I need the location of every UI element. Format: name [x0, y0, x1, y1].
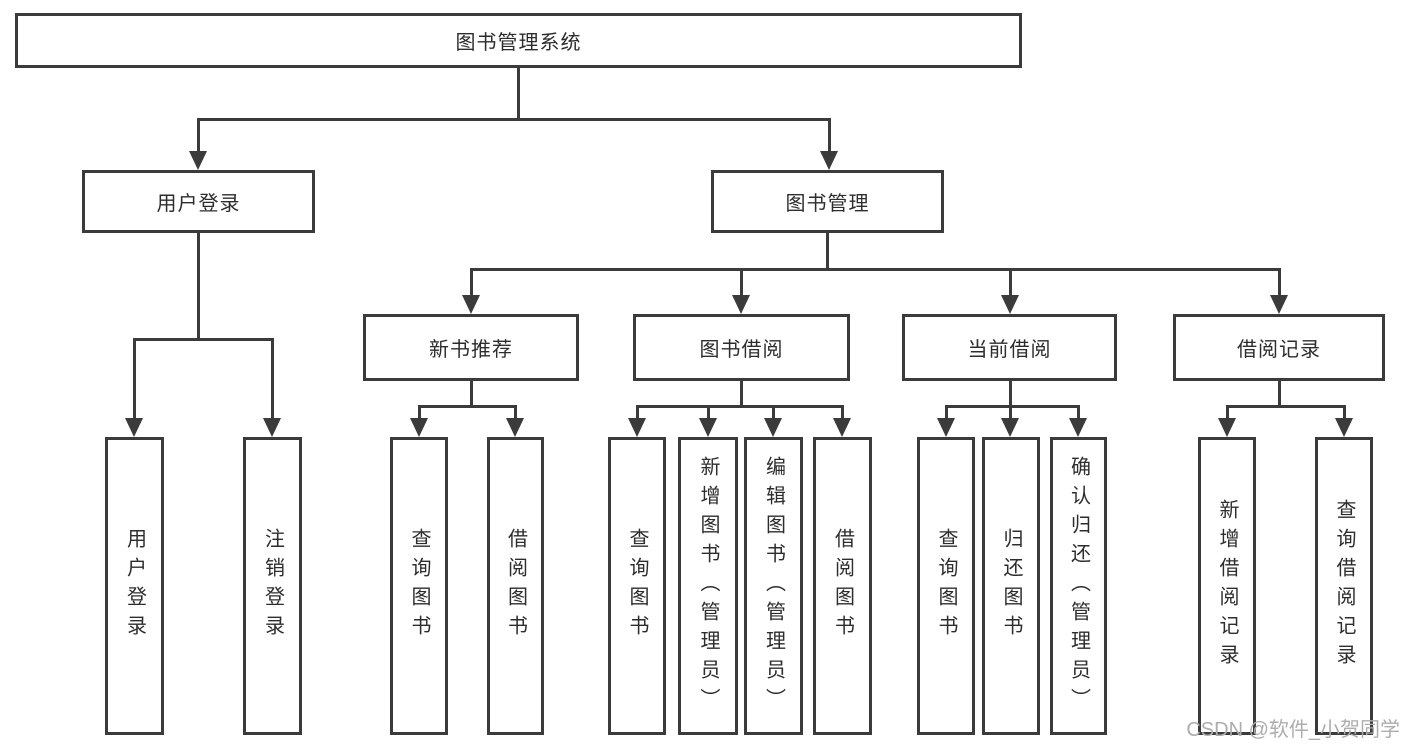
connector-line	[740, 268, 743, 298]
node-label: 注销登录	[261, 528, 284, 644]
leaf-logout: 注销登录	[243, 437, 302, 735]
arrow-down-icon	[764, 418, 782, 437]
leaf-recommend-borrow-books: 借阅图书	[487, 437, 544, 735]
arrow-down-icon	[1001, 295, 1019, 314]
arrow-down-icon	[732, 295, 750, 314]
connector-line	[517, 68, 520, 118]
node-library-management-system: 图书管理系统	[15, 13, 1022, 68]
connector-line	[197, 118, 200, 155]
connector-line	[470, 268, 473, 298]
connector-line	[1278, 381, 1281, 405]
leaf-records-add-borrow-record: 新增借阅记录	[1198, 437, 1256, 735]
node-label: 借阅记录	[1237, 339, 1321, 361]
node-new-book-recommendation: 新书推荐	[363, 314, 579, 381]
node-book-borrowing: 图书借阅	[633, 314, 850, 381]
arrow-down-icon	[410, 418, 428, 437]
arrow-down-icon	[462, 295, 480, 314]
arrow-down-icon	[1001, 418, 1019, 437]
node-label: 归还图书	[1000, 528, 1022, 644]
arrow-down-icon	[628, 418, 646, 437]
node-label: 用户登录	[156, 193, 241, 215]
connector-line	[197, 233, 200, 338]
leaf-current-return-books: 归还图书	[982, 437, 1040, 735]
arrow-down-icon	[125, 418, 143, 437]
node-book-management-branch: 图书管理	[711, 170, 944, 233]
node-current-borrowing: 当前借阅	[902, 314, 1117, 381]
connector-line	[636, 405, 843, 408]
arrow-down-icon	[1218, 418, 1236, 437]
connector-line	[197, 118, 831, 121]
connector-line	[828, 118, 831, 155]
connector-line	[826, 233, 829, 268]
connector-line	[1009, 405, 1012, 422]
node-label: 当前借阅	[967, 339, 1052, 361]
arrow-down-icon	[263, 418, 281, 437]
node-label: 确认归还（管理员）	[1067, 455, 1090, 717]
connector-line	[945, 405, 948, 422]
arrow-down-icon	[1335, 418, 1353, 437]
connector-line	[945, 405, 1080, 408]
node-label: 借阅图书	[831, 528, 854, 644]
connector-line	[418, 405, 517, 408]
node-borrowing-records: 借阅记录	[1173, 314, 1385, 381]
connector-line	[1226, 405, 1345, 408]
connector-line	[133, 338, 274, 341]
connector-line	[514, 405, 517, 422]
arrow-down-icon	[1069, 418, 1087, 437]
node-label: 查询图书	[935, 528, 957, 644]
connector-line	[1077, 405, 1080, 422]
leaf-borrowing-borrow-books: 借阅图书	[813, 437, 872, 735]
connector-line	[1226, 405, 1229, 422]
arrow-down-icon	[699, 418, 717, 437]
node-label: 新增借阅记录	[1216, 499, 1238, 673]
connector-line	[470, 381, 473, 405]
connector-line	[707, 405, 710, 422]
leaf-recommend-query-books: 查询图书	[390, 437, 448, 735]
csdn-watermark: CSDN @软件_小贺同学	[1186, 719, 1400, 741]
node-label: 图书管理系统	[455, 32, 582, 54]
node-label: 查询图书	[408, 528, 430, 644]
node-label: 图书借阅	[699, 339, 784, 361]
arrow-down-icon	[506, 418, 524, 437]
connector-line	[271, 338, 274, 421]
node-label: 新增图书（管理员）	[697, 455, 719, 717]
leaf-borrowing-add-books-admin: 新增图书（管理员）	[678, 437, 738, 735]
connector-line	[1009, 381, 1012, 405]
connector-line	[133, 338, 136, 421]
connector-line	[740, 381, 743, 405]
connector-line	[841, 405, 844, 422]
arrow-down-icon	[820, 151, 838, 170]
leaf-borrowing-edit-books-admin: 编辑图书（管理员）	[744, 437, 803, 735]
connector-line	[418, 405, 421, 422]
connector-line	[1009, 268, 1012, 298]
connector-line	[1278, 268, 1281, 298]
arrow-down-icon	[1270, 295, 1288, 314]
node-label: 用户登录	[123, 528, 146, 644]
node-label: 借阅图书	[504, 528, 527, 644]
node-label: 新书推荐	[429, 339, 513, 361]
node-label: 查询借阅记录	[1333, 499, 1355, 673]
leaf-current-confirm-return-admin: 确认归还（管理员）	[1050, 437, 1107, 735]
arrow-down-icon	[833, 418, 851, 437]
node-user-login-branch: 用户登录	[82, 170, 315, 233]
node-label: 图书管理	[785, 193, 870, 215]
leaf-user-login: 用户登录	[105, 437, 164, 735]
leaf-current-query-books: 查询图书	[917, 437, 975, 735]
connector-line	[636, 405, 639, 422]
arrow-down-icon	[937, 418, 955, 437]
connector-line	[470, 268, 1280, 271]
leaf-records-query-borrow-record: 查询借阅记录	[1315, 437, 1373, 735]
connector-line	[772, 405, 775, 422]
connector-line	[1343, 405, 1346, 422]
node-label: 查询图书	[626, 528, 648, 644]
leaf-borrowing-query-books: 查询图书	[608, 437, 666, 735]
node-label: 编辑图书（管理员）	[762, 455, 785, 717]
arrow-down-icon	[189, 151, 207, 170]
